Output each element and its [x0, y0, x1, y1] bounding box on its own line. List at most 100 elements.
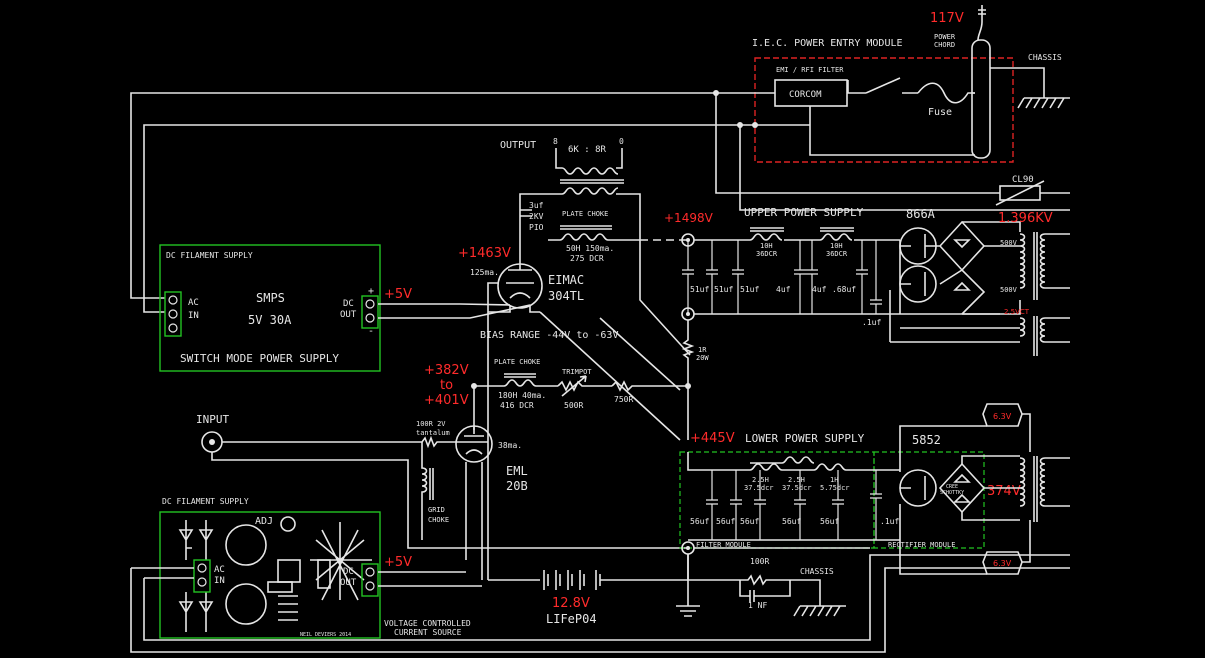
power-cord-body: [971, 39, 991, 159]
cap-56-1-label: 56uf: [690, 517, 709, 526]
v5-lower-label: +5V: [384, 555, 412, 570]
terminal-screw: [365, 299, 375, 309]
vccs-in-label: IN: [214, 576, 225, 586]
v1396-label: 1.396KV: [998, 211, 1053, 226]
hv-secondary: [1019, 233, 1026, 289]
dc-fil-upper-label: DC FILAMENT SUPPLY: [166, 251, 253, 260]
r750-label: 750R: [614, 395, 633, 404]
vccs-label-1: VOLTAGE CONTROLLED: [384, 619, 471, 628]
cap-56uf: [832, 470, 844, 540]
plus-sign: +: [368, 286, 374, 297]
vccs-border: [159, 511, 381, 639]
primary-leads: [519, 193, 691, 356]
upper-ps-title: UPPER POWER SUPPLY: [744, 206, 864, 219]
r100r-label: 100R: [750, 557, 769, 566]
cap-51uf-2: [706, 240, 718, 314]
resistor-750r: [611, 380, 688, 392]
upper-ps-rails: [694, 239, 1000, 315]
input-jack-pin: [209, 439, 215, 445]
plate-choke-core: [560, 225, 612, 230]
power-switch: [847, 77, 918, 94]
filter-module-label: FILTER MODULE: [696, 541, 751, 549]
ch-25h-2: 2.5H: [788, 476, 805, 484]
choke1-10h: 10H: [760, 242, 773, 250]
lower-filament-leads: [899, 413, 1031, 575]
terminal-screw: [168, 323, 178, 333]
rect-5852-label: 5852: [912, 433, 941, 447]
cap-56-2-label: 56uf: [716, 517, 735, 526]
res-20w-label: 20W: [696, 354, 709, 362]
chassis-top-label: CHASSIS: [1028, 53, 1062, 62]
chassis-ground-bottom: [793, 605, 846, 617]
cap-56-5-label: 56uf: [820, 517, 839, 526]
rect-5852-internals: [900, 476, 926, 500]
terminal-screw: [197, 563, 207, 573]
filament-leads-866a: [889, 290, 1020, 343]
corcom-label: CORCOM: [789, 90, 822, 100]
vccs-ic: [277, 559, 301, 583]
cap-51uf-2-label: 51uf: [714, 285, 733, 294]
cap-56uf: [754, 470, 766, 540]
grid-resistor: [416, 435, 460, 449]
eml-filament-leads: [465, 462, 483, 580]
rc-to-chassis: [739, 574, 821, 606]
output-transformer: OUTPUT 8 0 6K : 8R: [500, 137, 691, 356]
hv-core: [1033, 232, 1038, 300]
cap-4uf-1-label: 4uf: [776, 285, 791, 294]
secondary-winding: [561, 167, 619, 175]
iec-power-entry-module: I.E.C. POWER ENTRY MODULE EMI / RFI FILT…: [752, 5, 1070, 163]
vccs-capacitor-1: [225, 524, 267, 566]
cap-56-3-label: 56uf: [740, 517, 759, 526]
adj-trimmer[interactable]: [280, 516, 296, 532]
cap-1uf-lower-label: .1uf: [880, 517, 899, 526]
vccs-ac-feed: [131, 567, 194, 579]
output-0-label: 0: [619, 137, 624, 146]
smps-label-3: SWITCH MODE POWER SUPPLY: [180, 352, 339, 365]
ac-line-neutral: [143, 124, 810, 313]
filament-feed-lower: [378, 571, 482, 587]
cap-51uf-1-label: 51uf: [690, 285, 709, 294]
cap-pio-label: PIO: [529, 223, 544, 232]
eml-internals: [460, 426, 488, 455]
r100-label-2: tantalum: [416, 429, 450, 437]
hv-primary: [1039, 233, 1070, 289]
pc-lower-val2: 416 DCR: [500, 401, 534, 410]
terminal-screw: [168, 295, 178, 305]
r500-label: 500R: [564, 401, 583, 410]
plate-choke-upper-val2: 275 DCR: [570, 254, 604, 263]
choke2-36dcr: 36DCR: [826, 250, 848, 258]
cap-2kv-label: 2KV: [529, 212, 544, 221]
choke1-36dcr: 36DCR: [756, 250, 778, 258]
v63-box-1: [982, 403, 1023, 427]
ground-to-chassis: [687, 554, 740, 581]
cl90-slash: [995, 180, 1045, 206]
plug-icon: [977, 5, 986, 41]
cap-51uf-1: [682, 240, 694, 314]
cap-4uf-2: [806, 240, 818, 314]
v63-box-2: [982, 551, 1023, 575]
bias-range-label: BIAS RANGE -44V to -63V: [480, 330, 618, 341]
eimac-internals: [506, 262, 534, 299]
res-1r-label: 1R: [698, 346, 707, 354]
plate-choke-upper: [548, 233, 640, 241]
eimac-leads: [487, 282, 540, 580]
ma125-label: 125ma.: [470, 268, 499, 277]
cap-1uf-lower: [870, 470, 882, 540]
eimac-label-2: 304TL: [548, 289, 584, 303]
filament-feed-upper: [378, 303, 531, 319]
ac-neutral-to-transformer: [739, 125, 1070, 211]
vccs-resistor: [267, 581, 293, 593]
pc-lower-val1: 180H 40ma.: [498, 391, 546, 400]
r100-label-1: 100R 2V: [416, 420, 446, 428]
smps-ac-label: AC: [188, 298, 199, 308]
coupling-cap: [520, 209, 532, 217]
cree-label-2: SCHOTTKY: [940, 490, 964, 496]
ground-terminal-dot: [686, 546, 690, 550]
smps-in-label: IN: [188, 311, 199, 321]
cap-3uf-label: 3uf: [529, 201, 544, 210]
filament-transformer-866a: [1019, 316, 1070, 356]
dc-fil-lower-label: DC FILAMENT SUPPLY: [162, 497, 249, 506]
fuse-label: Fuse: [928, 107, 952, 118]
plate-choke-upper-label: PLATE CHOKE: [562, 210, 608, 218]
eml-label-2: 20B: [506, 479, 528, 493]
